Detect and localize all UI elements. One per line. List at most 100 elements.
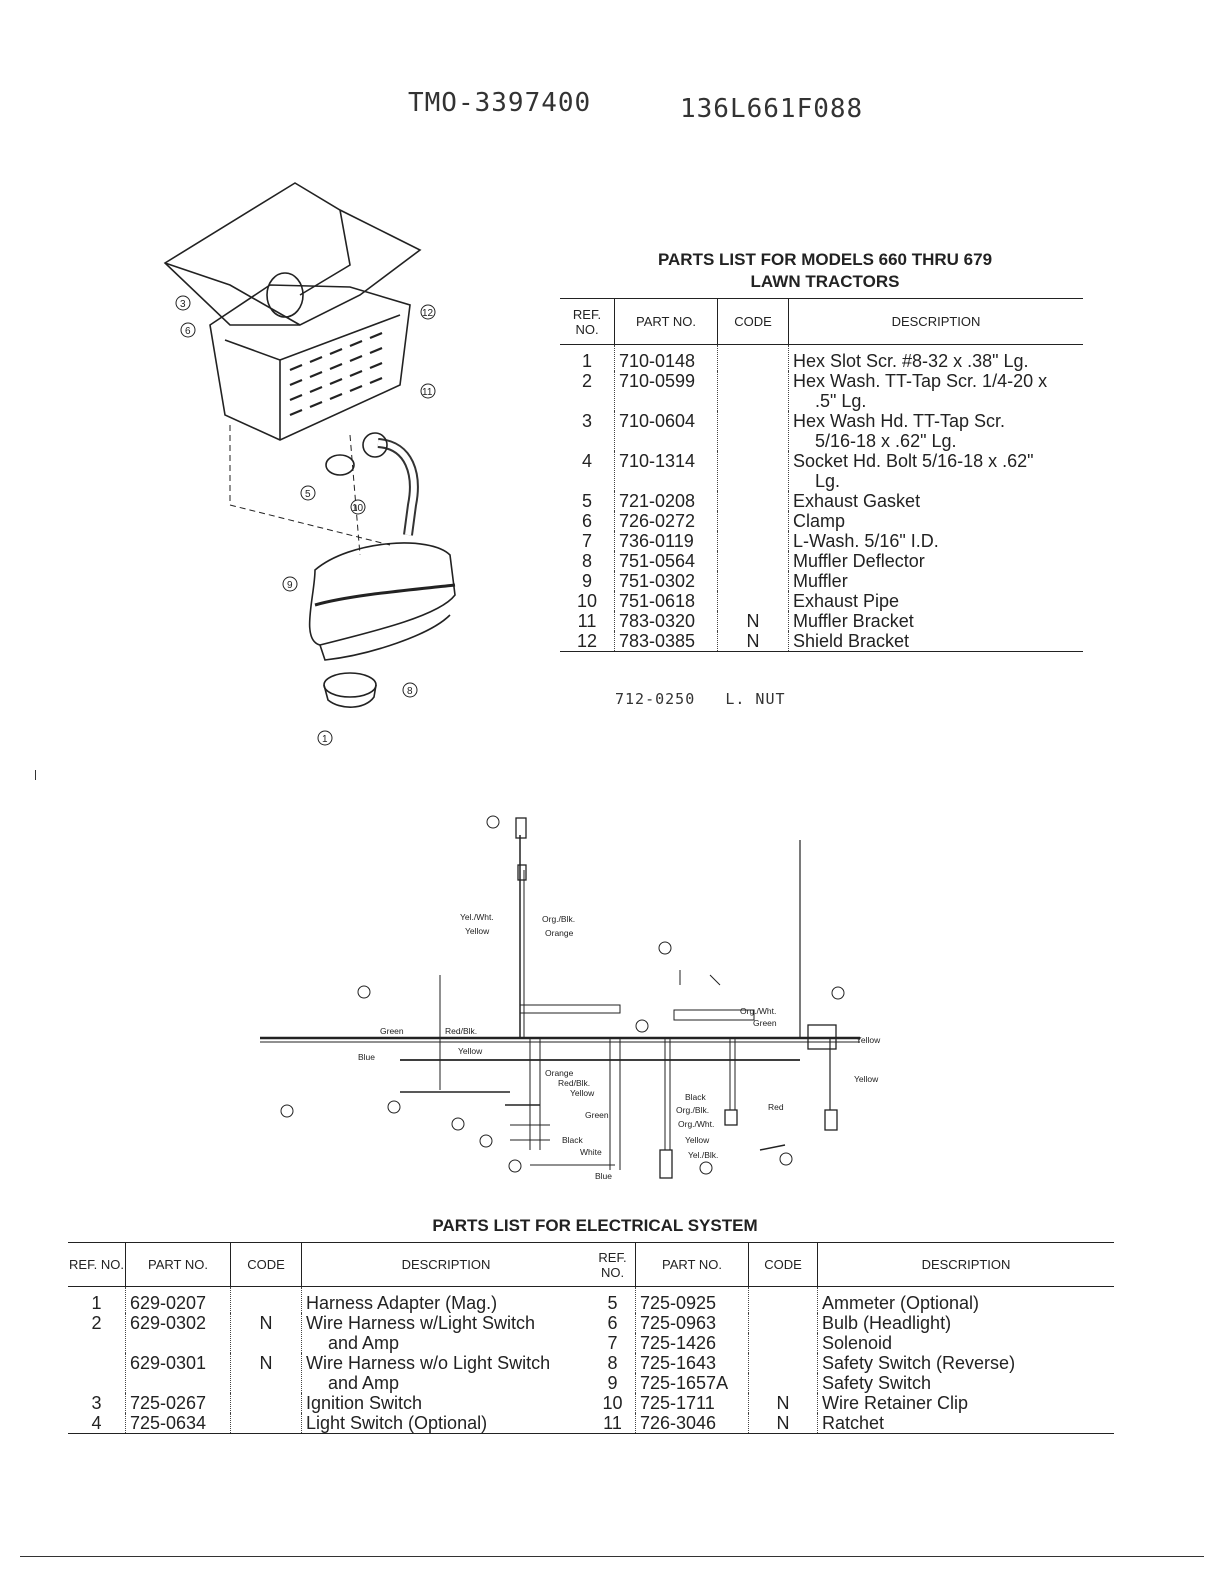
wire-label-org-wht: Org./Wht. bbox=[740, 1006, 776, 1016]
description-text: Muffler bbox=[793, 571, 848, 591]
ref-cell: 6 bbox=[560, 511, 615, 531]
wire-label-white: White bbox=[580, 1147, 602, 1157]
ref-cell: 10 bbox=[560, 591, 615, 611]
code-cell bbox=[717, 344, 789, 371]
part-number-cell: 725-0925 bbox=[635, 1286, 749, 1313]
description-cell: Light Switch (Optional) bbox=[302, 1413, 591, 1434]
description-text: Socket Hd. Bolt 5/16-18 x .62" bbox=[793, 451, 1034, 471]
part-number-cell: 751-0564 bbox=[614, 551, 718, 571]
wire-label-yellow-f: Yellow bbox=[685, 1135, 710, 1145]
description-cell: L-Wash. 5/16" I.D. bbox=[789, 531, 1084, 551]
code-cell bbox=[717, 411, 789, 451]
description-continuation: Lg. bbox=[815, 471, 841, 491]
code-cell bbox=[717, 371, 789, 411]
ref-cell: 8 bbox=[560, 551, 615, 571]
code-cell bbox=[748, 1333, 818, 1353]
col-ref: REF. NO. bbox=[68, 1242, 126, 1287]
code-cell bbox=[230, 1413, 302, 1434]
code-cell bbox=[748, 1286, 818, 1313]
wire-label-yellow-b: Yellow bbox=[458, 1046, 483, 1056]
col-part: PART NO. bbox=[635, 1242, 749, 1287]
wire-label-org-wht-b: Org./Wht. bbox=[678, 1119, 714, 1129]
part-number-cell: 629-0207 bbox=[125, 1286, 231, 1313]
description-text: Bulb (Headlight) bbox=[822, 1313, 952, 1333]
wire-label-green-c: Green bbox=[585, 1110, 609, 1120]
part-number-cell: 725-1426 bbox=[635, 1333, 749, 1353]
description-cell: Exhaust Pipe bbox=[789, 591, 1084, 611]
description-cell: Solenoid bbox=[818, 1333, 1115, 1353]
part-number-cell: 726-3046 bbox=[635, 1413, 749, 1434]
ref-cell: 8 bbox=[590, 1353, 636, 1373]
description-cell: Shield Bracket bbox=[789, 631, 1084, 652]
ref-cell: 2 bbox=[560, 371, 615, 411]
part-number-cell: 721-0208 bbox=[614, 491, 718, 511]
part-number-cell: 751-0618 bbox=[614, 591, 718, 611]
wire-label-green-b: Green bbox=[753, 1018, 777, 1028]
part-number-cell: 710-0604 bbox=[614, 411, 718, 451]
description-text: Wire Harness w/Light Switch bbox=[306, 1313, 536, 1333]
wire-label-red-blk-b: Red/Blk. bbox=[558, 1078, 590, 1088]
ref-cell: 5 bbox=[590, 1286, 636, 1313]
code-cell: N bbox=[748, 1413, 818, 1434]
code-cell bbox=[748, 1373, 818, 1393]
description-text: Wire Harness w/o Light Switch bbox=[306, 1353, 551, 1373]
ref-cell: 11 bbox=[560, 611, 615, 631]
code-cell bbox=[230, 1286, 302, 1313]
wiring-diagram: Yel./Wht. Yellow Org./Blk. Orange Green … bbox=[260, 815, 881, 1181]
ref-cell: 1 bbox=[68, 1286, 126, 1313]
col-code: CODE bbox=[230, 1242, 302, 1287]
ref-cell: 10 bbox=[590, 1393, 636, 1413]
part-number-cell: 751-0302 bbox=[614, 571, 718, 591]
wire-label-yellow-d: Yellow bbox=[854, 1074, 879, 1084]
ref-cell: 12 bbox=[560, 631, 615, 652]
part-number-cell: 783-0385 bbox=[614, 631, 718, 652]
wire-label-org-blk: Org./Blk. bbox=[542, 914, 575, 924]
code-cell bbox=[717, 511, 789, 531]
wire-label-black-b: Black bbox=[685, 1092, 707, 1102]
nut-note: 712-0250 L. NUT bbox=[615, 690, 786, 708]
ref-cell: 3 bbox=[560, 411, 615, 451]
description-continuation: and Amp bbox=[328, 1333, 400, 1353]
description-cell: Muffler Deflector bbox=[789, 551, 1084, 571]
margin-mark bbox=[35, 770, 36, 780]
bottom-rule bbox=[20, 1556, 1204, 1557]
part-number-cell: 710-1314 bbox=[614, 451, 718, 491]
part-number-cell: 629-0302 bbox=[125, 1313, 231, 1353]
code-cell: N bbox=[748, 1393, 818, 1413]
col-code: CODE bbox=[748, 1242, 818, 1287]
description-cell: Hex Wash Hd. TT-Tap Scr.5/16-18 x .62" L… bbox=[789, 411, 1084, 451]
part-number-cell: 725-0634 bbox=[125, 1413, 231, 1434]
description-text: Ignition Switch bbox=[306, 1393, 423, 1413]
wire-label-black-a: Black bbox=[562, 1135, 584, 1145]
description-cell: Wire Retainer Clip bbox=[818, 1393, 1115, 1413]
muffler-parts-title-line1: PARTS LIST FOR MODELS 660 THRU 679 bbox=[657, 250, 993, 269]
ref-cell: 7 bbox=[560, 531, 615, 551]
svg-text:1: 1 bbox=[322, 734, 328, 745]
col-part: PART NO. bbox=[614, 298, 718, 345]
description-text: Muffler Deflector bbox=[793, 551, 925, 571]
description-cell: Exhaust Gasket bbox=[789, 491, 1084, 511]
code-cell: N bbox=[230, 1353, 302, 1393]
col-ref: REF. NO. bbox=[590, 1242, 636, 1287]
muffler-parts-title-line2: LAWN TRACTORS bbox=[750, 272, 900, 291]
ref-cell: 6 bbox=[590, 1313, 636, 1333]
code-cell bbox=[230, 1393, 302, 1413]
description-text: Exhaust Gasket bbox=[793, 491, 921, 511]
muffler-exploded-diagram: 3 6 12 11 5 10 9 8 1 bbox=[163, 182, 456, 746]
description-continuation: .5" Lg. bbox=[815, 391, 867, 411]
code-cell bbox=[717, 531, 789, 551]
model-code-right: 136L661F088 bbox=[680, 94, 864, 124]
